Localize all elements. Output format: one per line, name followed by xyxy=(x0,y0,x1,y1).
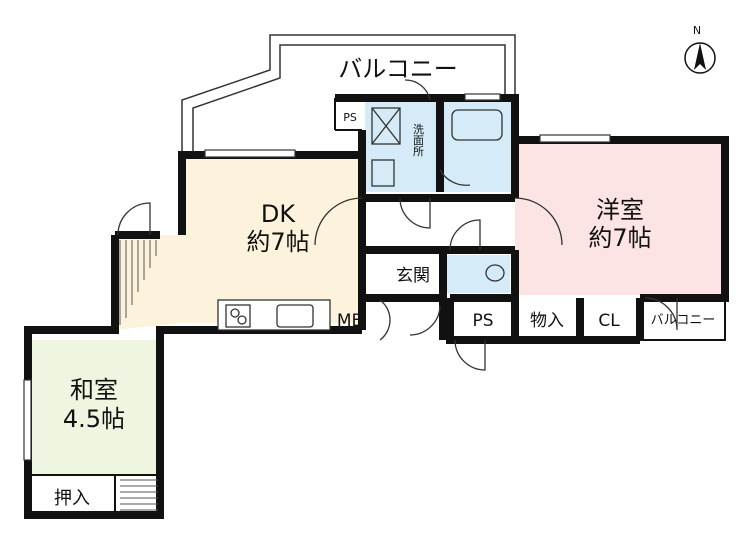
compass-icon xyxy=(684,42,716,74)
windows xyxy=(23,93,611,461)
balcony-top-label: バルコニー xyxy=(338,55,458,83)
washroom-door xyxy=(399,197,431,229)
balcony-small-door xyxy=(644,297,678,331)
bath-door xyxy=(439,169,471,186)
mb-label: MB xyxy=(337,311,363,331)
toilet-floor xyxy=(445,255,510,293)
western-size-label: 約7帖 xyxy=(588,224,651,252)
burner-icon xyxy=(230,308,240,318)
toilet-door xyxy=(449,219,481,251)
entrance-door xyxy=(409,304,441,336)
washroom-label: 洗面所 xyxy=(412,123,425,157)
ps-door xyxy=(454,339,486,371)
balcony-top-door xyxy=(404,79,431,101)
sink-icon xyxy=(276,304,314,328)
western-window xyxy=(539,134,611,143)
floor-fills xyxy=(28,102,725,475)
closet-label: CL xyxy=(598,311,620,331)
japanese-name-label: 和室 xyxy=(70,376,118,404)
western-room-floor xyxy=(515,140,725,295)
bathroom-floor xyxy=(440,102,512,192)
ps-bottom-label: PS xyxy=(472,311,493,331)
dk-door xyxy=(314,197,363,246)
western-name-label: 洋室 xyxy=(596,196,644,224)
dk-name-label: DK xyxy=(261,200,296,228)
bath-window xyxy=(464,93,501,101)
toilet-icon xyxy=(485,264,505,282)
entrance-floor xyxy=(365,255,443,293)
ps-top-label: PS xyxy=(343,111,357,124)
japanese-room-window xyxy=(23,379,32,461)
dk-floor-annex xyxy=(115,235,182,330)
bathtub-icon xyxy=(451,109,503,141)
entrance-label: 玄関 xyxy=(396,266,430,286)
dk-size-label: 約7帖 xyxy=(246,228,309,256)
outdoor-stair-hatch xyxy=(120,479,158,511)
dk-floor xyxy=(182,155,362,323)
balcony-top-outline xyxy=(181,34,516,155)
stair-hatch xyxy=(119,240,157,325)
japanese-size-label: 4.5帖 xyxy=(63,405,125,433)
compass-label: N xyxy=(693,24,701,37)
storage-label: 物入 xyxy=(530,311,564,331)
thin-walls xyxy=(28,98,726,515)
washing-machine-icon xyxy=(371,107,401,145)
dk-window xyxy=(204,149,296,158)
oshiire-label: 押入 xyxy=(54,488,90,509)
stove-icon xyxy=(225,304,251,328)
door-swings xyxy=(117,79,678,371)
annex-door xyxy=(117,202,151,236)
japanese-room-floor xyxy=(28,340,160,475)
burner-icon xyxy=(237,315,247,325)
mb-door xyxy=(379,299,391,341)
washroom-floor xyxy=(365,102,440,192)
washbasin-icon xyxy=(371,159,395,187)
balcony-small-label: バルコニー xyxy=(651,313,716,328)
fixtures xyxy=(217,107,505,331)
western-door xyxy=(514,197,563,246)
